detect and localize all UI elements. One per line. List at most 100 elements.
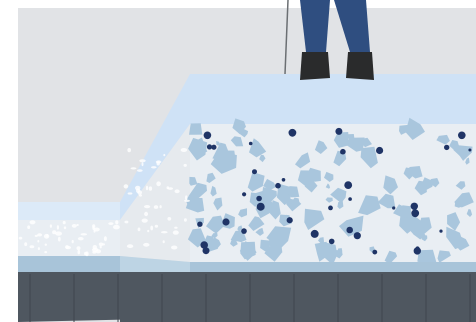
raised-top-surface [190, 74, 476, 124]
aggregate-chip [189, 123, 202, 135]
aggregate-speckle [99, 243, 103, 247]
aggregate-dot [289, 129, 297, 137]
aggregate-speckle [46, 234, 48, 237]
aggregate-dot [411, 209, 419, 217]
aggregate-speckle [78, 250, 81, 255]
aggregate-speckle [144, 205, 150, 208]
aggregate-speckle [137, 190, 142, 195]
aggregate-speckle [104, 236, 107, 241]
aggregate-speckle [135, 186, 140, 191]
aggregate-speckle [150, 226, 153, 231]
aggregate-speckle [160, 205, 162, 208]
aggregate-speckle [27, 225, 30, 229]
aggregate-dot [242, 192, 246, 196]
aggregate-dot [204, 132, 212, 140]
aggregate-dot [335, 128, 342, 135]
aggregate-speckle [184, 164, 187, 167]
aggregate-dot [256, 196, 262, 202]
aggregate-speckle [171, 246, 177, 250]
left-top-surface [18, 202, 120, 220]
aggregate-speckle [58, 237, 61, 242]
aggregate-speckle [77, 246, 81, 250]
aggregate-speckle [128, 192, 133, 194]
aggregate-dot [468, 149, 471, 152]
aggregate-speckle [149, 186, 152, 190]
aggregate-speckle [65, 246, 71, 249]
left-boot [300, 52, 330, 80]
aggregate-dot [411, 203, 418, 210]
aggregate-dot [414, 247, 421, 254]
aggregate-speckle [38, 247, 40, 250]
aggregate-speckle [37, 233, 42, 236]
aggregate-speckle [137, 169, 143, 172]
aggregate-speckle [143, 243, 149, 247]
aggregate-dot [392, 206, 395, 209]
aggregate-speckle [30, 220, 36, 224]
aggregate-speckle [124, 184, 129, 188]
aggregate-speckle [30, 245, 35, 248]
aggregate-dot [282, 178, 286, 182]
aggregate-dot [328, 206, 333, 211]
aggregate-speckle [154, 205, 158, 209]
aggregate-speckle [108, 222, 113, 225]
aggregate-speckle [78, 237, 84, 240]
aggregate-speckle [19, 237, 23, 240]
aggregate-dot [249, 142, 253, 146]
right-boot [346, 52, 374, 80]
aggregate-speckle [64, 226, 66, 229]
aggregate-dot [311, 230, 319, 238]
aggregate-speckle [139, 159, 145, 162]
aggregate-speckle [124, 221, 128, 224]
aggregate-speckle [63, 221, 66, 224]
aggregate-dot [197, 222, 202, 227]
aggregate-dot [354, 232, 361, 239]
aggregate-speckle [142, 162, 144, 166]
aggregate-dot [252, 169, 257, 174]
aggregate-speckle [146, 186, 148, 191]
aggregate-speckle [127, 244, 133, 248]
floor [18, 272, 476, 322]
aggregate-speckle [175, 189, 180, 193]
aggregate-dot [444, 145, 449, 150]
aggregate-speckle [50, 224, 52, 227]
aggregate-speckle [167, 217, 171, 221]
aggregate-speckle [45, 244, 47, 246]
aggregate-speckle [147, 230, 149, 233]
aggregate-dot [287, 217, 293, 223]
aggregate-speckle [131, 167, 137, 169]
aggregate-speckle [115, 220, 118, 224]
aggregate-speckle [144, 212, 148, 216]
aggregate-speckle [181, 148, 188, 152]
aggregate-dot [275, 183, 281, 189]
aggregate-dot [200, 241, 208, 249]
aggregate-dot [372, 250, 377, 255]
aggregate-dot [211, 145, 216, 150]
floor-main [120, 272, 476, 322]
aggregate-speckle [163, 240, 165, 243]
aggregate-speckle [37, 240, 39, 243]
aggregate-speckle [151, 166, 157, 168]
aggregate-speckle [127, 148, 131, 152]
aggregate-dot [348, 197, 352, 201]
aggregate-dot [458, 132, 466, 140]
aggregate-speckle [81, 233, 88, 235]
aggregate-speckle [44, 251, 47, 253]
aggregate-speckle [157, 161, 160, 165]
aggregate-dot [340, 151, 343, 154]
aggregate-speckle [173, 230, 179, 234]
aggregate-dot [257, 203, 265, 211]
aggregate-speckle [155, 225, 158, 228]
aggregate-speckle [161, 231, 168, 233]
aggregate-speckle [156, 181, 161, 186]
aggregate-speckle [92, 226, 94, 230]
aggregate-speckle [184, 200, 190, 202]
aggregate-speckle [57, 225, 59, 230]
aggregate-speckle [94, 230, 96, 233]
aggregate-speckle [85, 251, 88, 256]
aggregate-speckle [142, 219, 148, 223]
aggregate-speckle [167, 186, 170, 189]
aggregate-speckle [174, 227, 177, 229]
aggregate-dot [329, 239, 335, 245]
